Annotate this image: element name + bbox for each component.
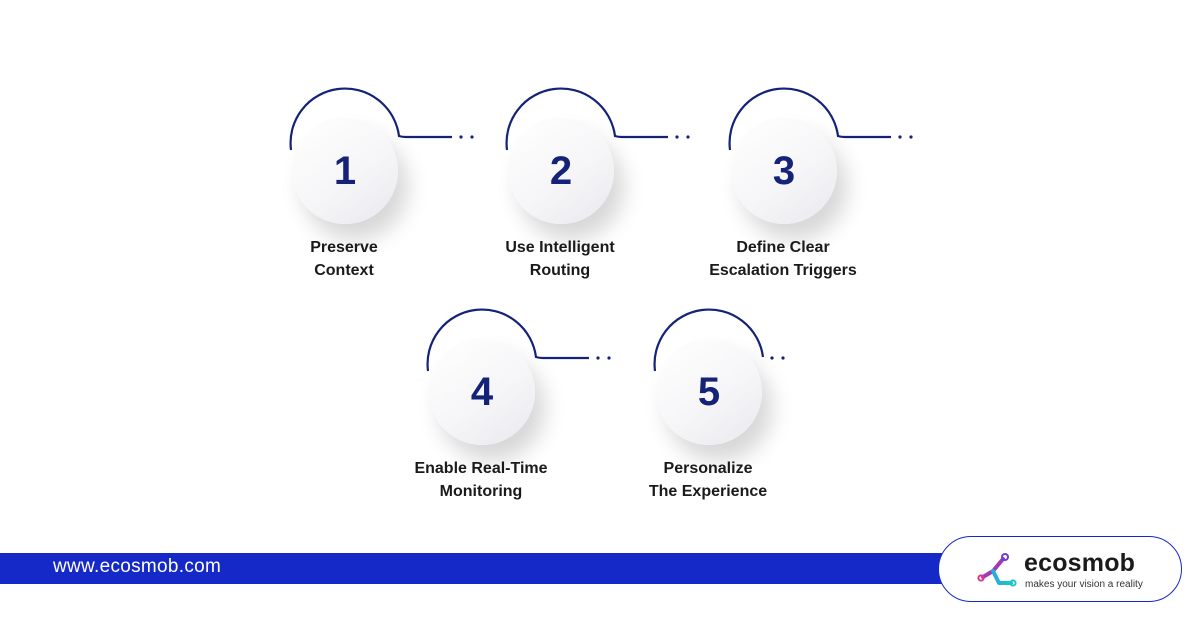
step-5: 5 Personalize The Experience xyxy=(608,305,848,505)
step-label: Use Intelligent Routing xyxy=(505,239,615,279)
step-connector xyxy=(728,87,913,151)
step-label: Define Clear Escalation Triggers xyxy=(709,239,857,279)
step-number: 5 xyxy=(697,369,721,414)
step-circle: 3 xyxy=(731,118,837,224)
logo-tagline: makes your vision a reality xyxy=(1025,579,1143,590)
step-4: 4 Enable Real-Time Monitoring xyxy=(381,305,621,505)
step-circle: 5 xyxy=(656,339,762,445)
step-number: 4 xyxy=(470,369,494,414)
step-connector xyxy=(289,87,474,151)
step-number: 2 xyxy=(549,148,573,193)
step-label: Personalize The Experience xyxy=(648,460,768,500)
footer-url[interactable]: www.ecosmob.com xyxy=(53,556,222,577)
logo-name: ecosmob xyxy=(1024,549,1136,577)
ecosmob-logo[interactable]: ecosmob makes your vision a reality xyxy=(938,536,1182,602)
step-label: Enable Real-Time Monitoring xyxy=(414,460,548,500)
step-2: 2 Use Intelligent Routing xyxy=(460,84,700,284)
step-1: 1 Preserve Context xyxy=(244,84,484,284)
step-circle: 1 xyxy=(292,118,398,224)
step-connector xyxy=(505,87,690,151)
step-circle: 2 xyxy=(508,118,614,224)
ecosmob-logo-icon xyxy=(977,553,1017,587)
step-3: 3 Define Clear Escalation Triggers xyxy=(683,84,923,284)
step-connector xyxy=(426,308,611,372)
step-number: 3 xyxy=(772,148,796,193)
step-circle: 4 xyxy=(429,339,535,445)
step-number: 1 xyxy=(333,148,357,193)
step-connector xyxy=(653,308,785,372)
footer-bar xyxy=(0,553,960,584)
step-label: Preserve Context xyxy=(310,239,378,279)
